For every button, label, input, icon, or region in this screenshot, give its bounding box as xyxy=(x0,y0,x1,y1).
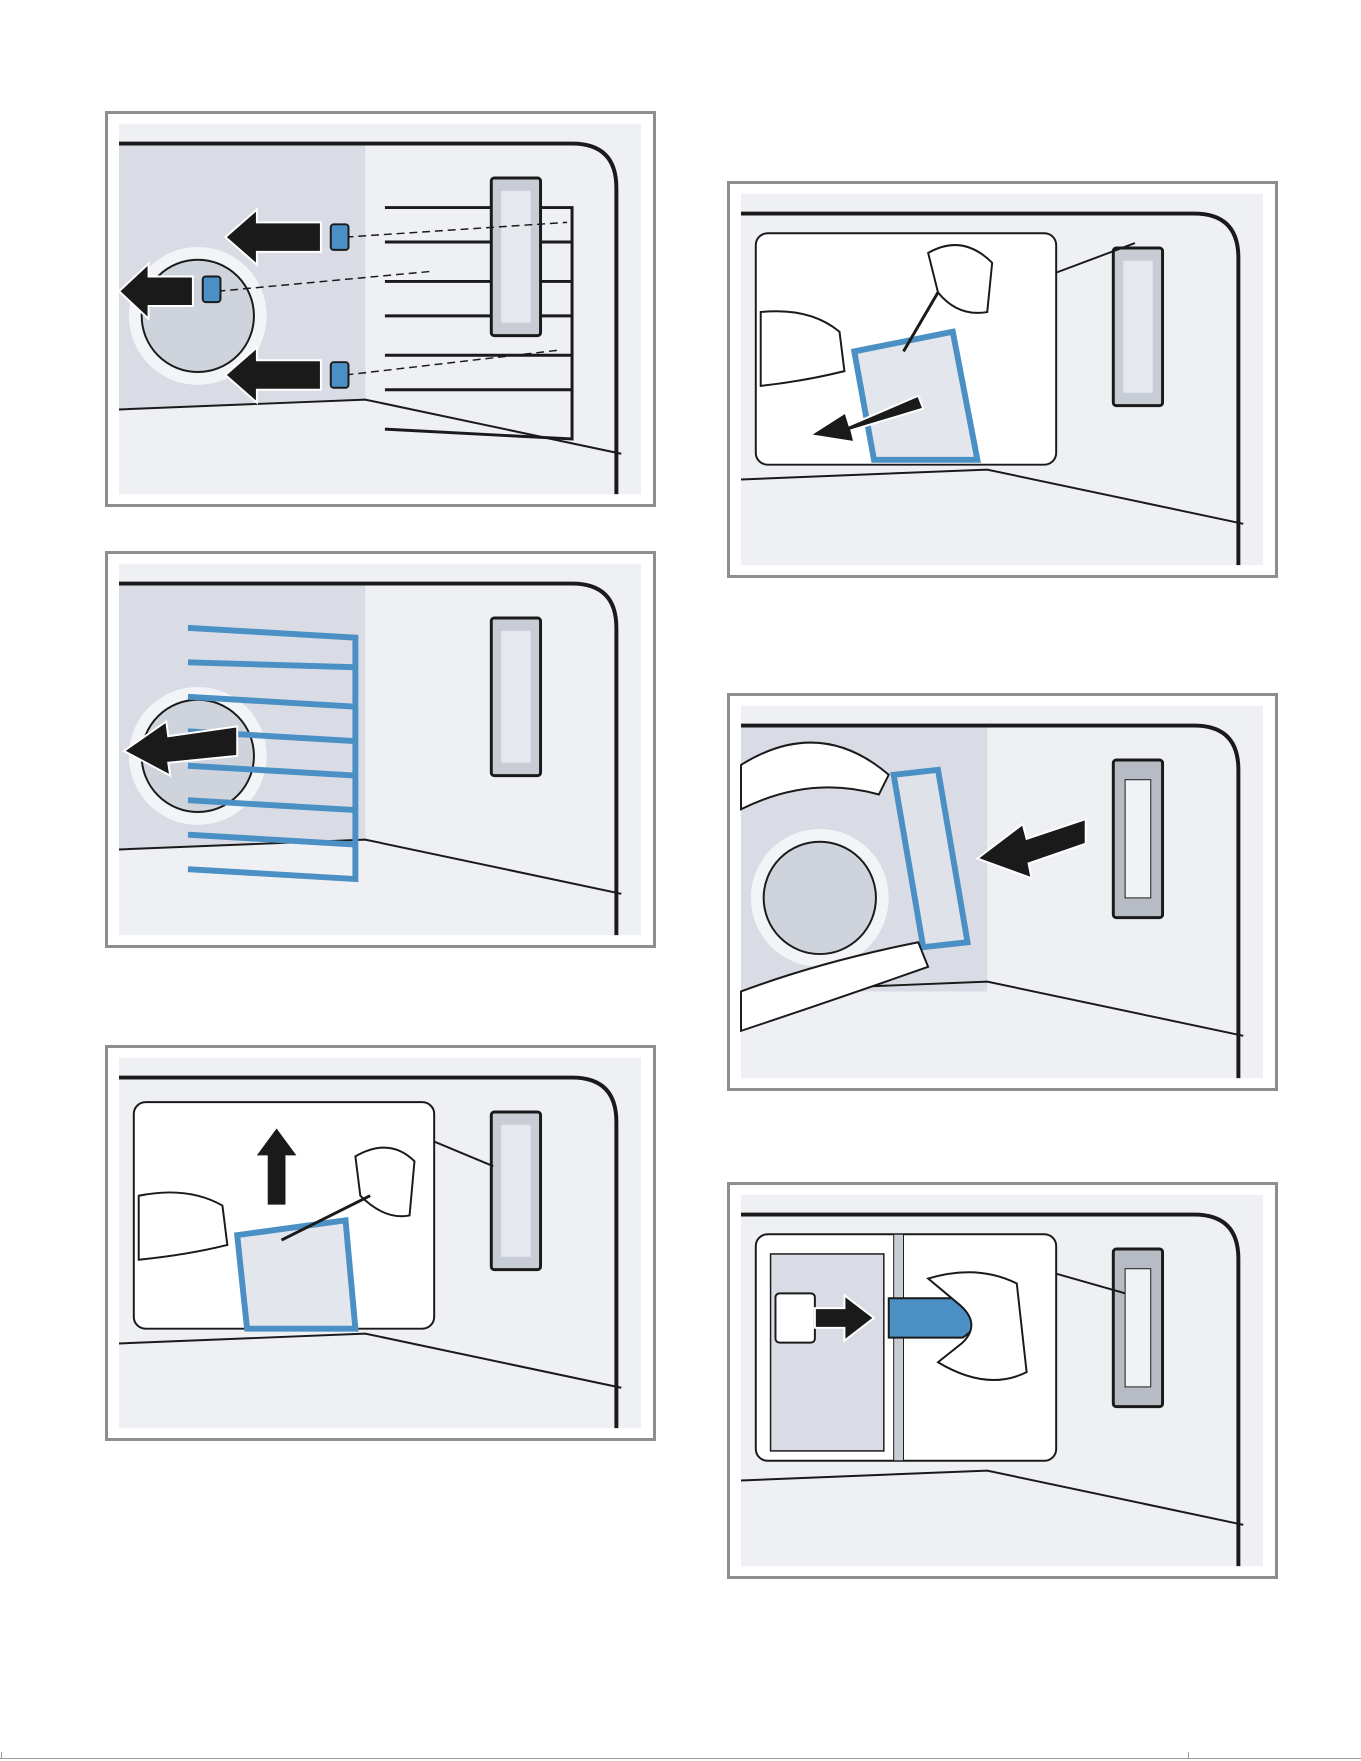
figure-remove-screws xyxy=(105,111,656,507)
illustration xyxy=(730,184,1275,575)
figure-lever-up-cover xyxy=(105,1045,656,1441)
lamp-housing-icon xyxy=(1113,760,1162,918)
figure-insert-cover xyxy=(727,693,1278,1091)
illustration xyxy=(108,1048,653,1438)
page-bottom-rule xyxy=(0,1758,1361,1759)
light-cover-icon xyxy=(491,1112,540,1270)
light-cover-icon xyxy=(491,178,540,336)
light-cover-icon xyxy=(1113,248,1162,406)
light-cover-icon xyxy=(491,618,540,776)
figure-remove-rail xyxy=(105,551,656,948)
fan-cover-icon xyxy=(751,829,889,967)
page-tick-left xyxy=(1,1752,2,1758)
lamp-housing-icon xyxy=(1113,1249,1162,1407)
page-tick-right xyxy=(1188,1752,1189,1758)
socket-icon xyxy=(775,1293,814,1342)
illustration xyxy=(730,696,1275,1088)
figure-replace-bulb xyxy=(727,1182,1278,1579)
glass-cover-icon xyxy=(237,1220,355,1328)
figure-lever-out-cover xyxy=(727,181,1278,578)
illustration xyxy=(730,1185,1275,1576)
illustration xyxy=(108,114,653,504)
illustration xyxy=(108,554,653,945)
